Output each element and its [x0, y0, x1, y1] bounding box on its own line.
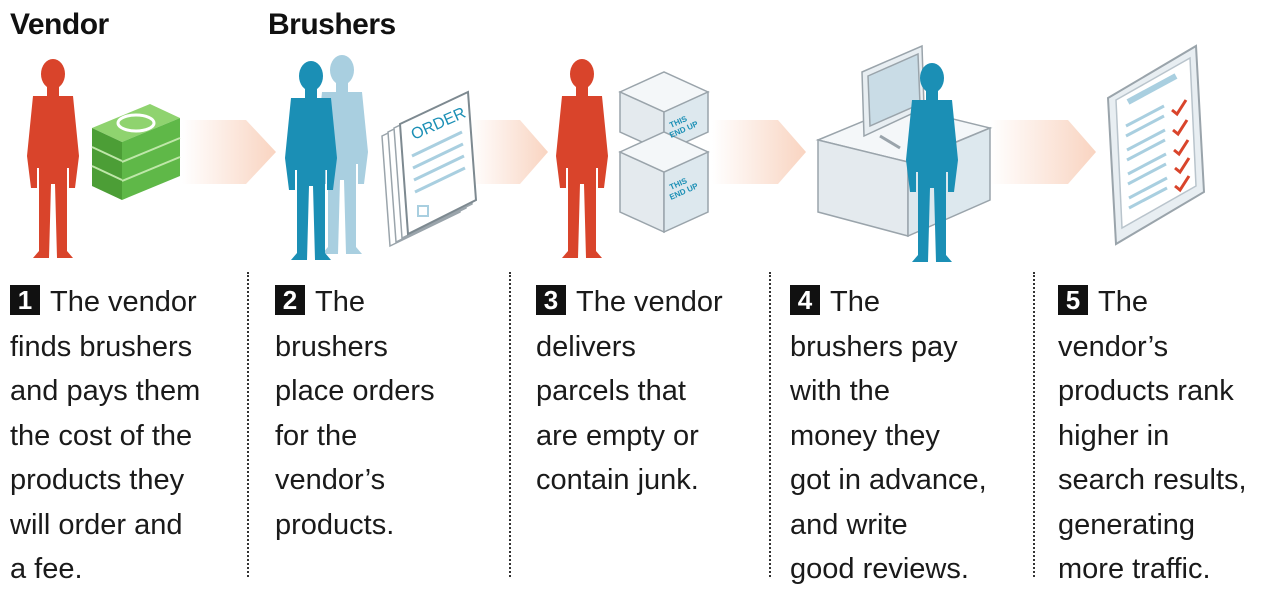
step-divider	[769, 272, 771, 577]
step-4-line: with the	[790, 375, 890, 407]
step-1-line-1: 1 The vendor	[10, 280, 200, 325]
step-3-number: 3	[536, 285, 566, 315]
order-form-icon: ORDER	[381, 90, 478, 248]
step-divider	[247, 272, 249, 577]
step-2-text: The	[315, 286, 365, 318]
step-3-line: parcels that	[536, 375, 686, 407]
vendor-delivery-figure-icon	[556, 59, 608, 258]
step-4-number: 4	[790, 285, 820, 315]
step-4-line: brushers pay	[790, 330, 958, 363]
step-3-line: are empty or	[536, 419, 699, 452]
step-5-text: The	[1098, 286, 1148, 318]
step-4-line: good reviews.	[790, 553, 969, 585]
vendor-label: Vendor	[10, 8, 109, 41]
step-1-number: 1	[10, 285, 40, 315]
step-5-line: vendor’s	[1058, 330, 1169, 363]
step-1-line: and pays them	[10, 375, 201, 407]
step-5-number: 5	[1058, 285, 1088, 315]
step-2-line: for the	[275, 419, 358, 452]
step-5-line: more traffic.	[1058, 553, 1211, 585]
flow-arrow-3	[712, 120, 806, 184]
step-2-line: place orders	[275, 375, 435, 407]
step-5-line: generating	[1058, 508, 1196, 541]
money-stack-icon	[91, 104, 181, 200]
step-4-line: got in advance,	[790, 464, 987, 496]
step-1: 1 The vendor finds brushers and pays them…	[10, 280, 200, 592]
computer-desk-icon	[815, 44, 993, 238]
step-4: 4 The brushers pay with the money they go…	[790, 280, 987, 592]
step-1-text: The vendor	[50, 286, 197, 318]
step-1-line: products they	[10, 464, 185, 496]
flow-arrow-4	[990, 120, 1096, 184]
parcel-boxes-icon	[618, 71, 710, 234]
step-4-line-1: 4 The	[790, 280, 987, 325]
step-3-line-1: 3 The vendor	[536, 280, 723, 325]
step-2-line-1: 2 The	[275, 280, 435, 325]
step-3-text: The vendor	[576, 286, 723, 318]
illustration-strip: ORDER THIS END UP THIS END UP	[27, 44, 1206, 262]
step-2: 2 The brushers place orders for the vendo…	[275, 280, 435, 547]
step-5-line: search results,	[1058, 464, 1247, 496]
step-5-line: products rank	[1058, 375, 1234, 407]
ranking-checklist-icon	[1106, 44, 1206, 246]
step-4-line: money they	[790, 419, 940, 452]
step-2-line: products.	[275, 508, 395, 541]
step-2-line: brushers	[275, 330, 388, 363]
step-1-line: finds brushers	[10, 330, 193, 363]
step-divider	[509, 272, 511, 577]
step-2-line: vendor’s	[275, 464, 386, 496]
step-3: 3 The vendor delivers parcels that are em…	[536, 280, 723, 503]
step-4-line: and write	[790, 508, 908, 541]
step-2-number: 2	[275, 285, 305, 315]
step-4-text: The	[830, 286, 880, 318]
step-5: 5 The vendor’s products rank higher in se…	[1058, 280, 1247, 592]
step-3-line: delivers	[536, 330, 636, 363]
step-1-line: will order and	[10, 508, 183, 541]
flow-arrow-1	[182, 120, 276, 184]
step-3-line: contain junk.	[536, 464, 699, 496]
flow-arrow-2	[470, 120, 548, 184]
vendor-figure-icon	[27, 59, 79, 258]
step-divider	[1033, 272, 1035, 577]
step-5-line: higher in	[1058, 419, 1170, 452]
step-1-line: a fee.	[10, 553, 83, 585]
step-5-line-1: 5 The	[1058, 280, 1247, 325]
step-1-line: the cost of the	[10, 419, 193, 452]
brushers-label: Brushers	[268, 8, 396, 41]
